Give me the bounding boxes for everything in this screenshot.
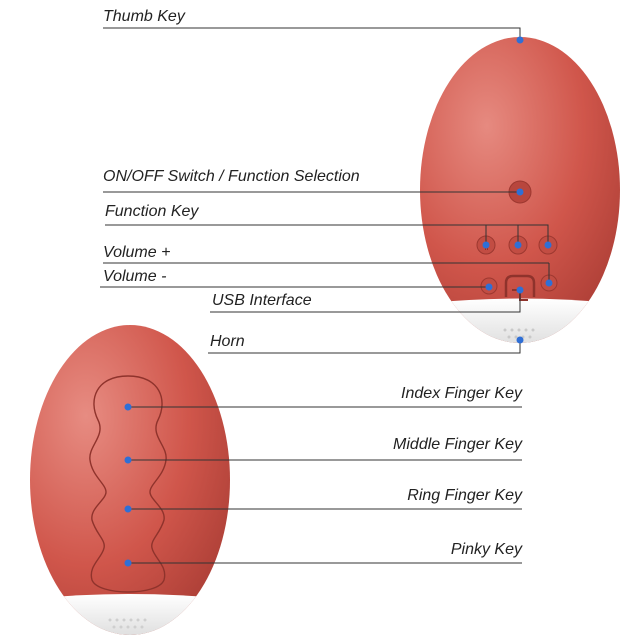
usb-port-icon [504,274,536,297]
label-pinky-key: Pinky Key [450,541,522,558]
dot-function-3 [544,241,552,249]
leader-lines [100,27,550,564]
dot-middle-finger [124,456,132,464]
dot-function-2 [514,241,522,249]
device-front-view [30,325,230,635]
callout-dots [124,36,553,567]
finger-grip-outline [89,375,167,593]
dot-thumb-key [516,36,524,44]
label-function-key: Function Key [105,203,199,220]
label-ring-finger-key: Ring Finger Key [407,487,522,504]
leader-thumb-key [103,27,521,40]
dot-volume-plus [545,279,553,287]
dot-volume-minus [485,283,493,291]
dot-function-1 [482,241,490,249]
leader-horn [208,340,521,354]
label-middle-finger-key: Middle Finger Key [393,436,522,453]
dot-index-finger [124,403,132,411]
label-usb-interface: USB Interface [212,292,312,309]
label-volume-plus: Volume + [103,244,171,261]
dot-usb [516,286,524,294]
dot-ring-finger [124,505,132,513]
label-volume-minus: Volume - [103,268,167,285]
label-thumb-key: Thumb Key [103,8,185,25]
leader-usb [210,290,521,313]
dot-on-off [516,188,524,196]
label-index-finger-key: Index Finger Key [401,385,522,402]
dot-pinky [124,559,132,567]
label-on-off-switch: ON/OFF Switch / Function Selection [103,168,360,185]
dot-horn [516,336,524,344]
leader-function-key [105,224,549,245]
label-horn: Horn [210,333,245,350]
